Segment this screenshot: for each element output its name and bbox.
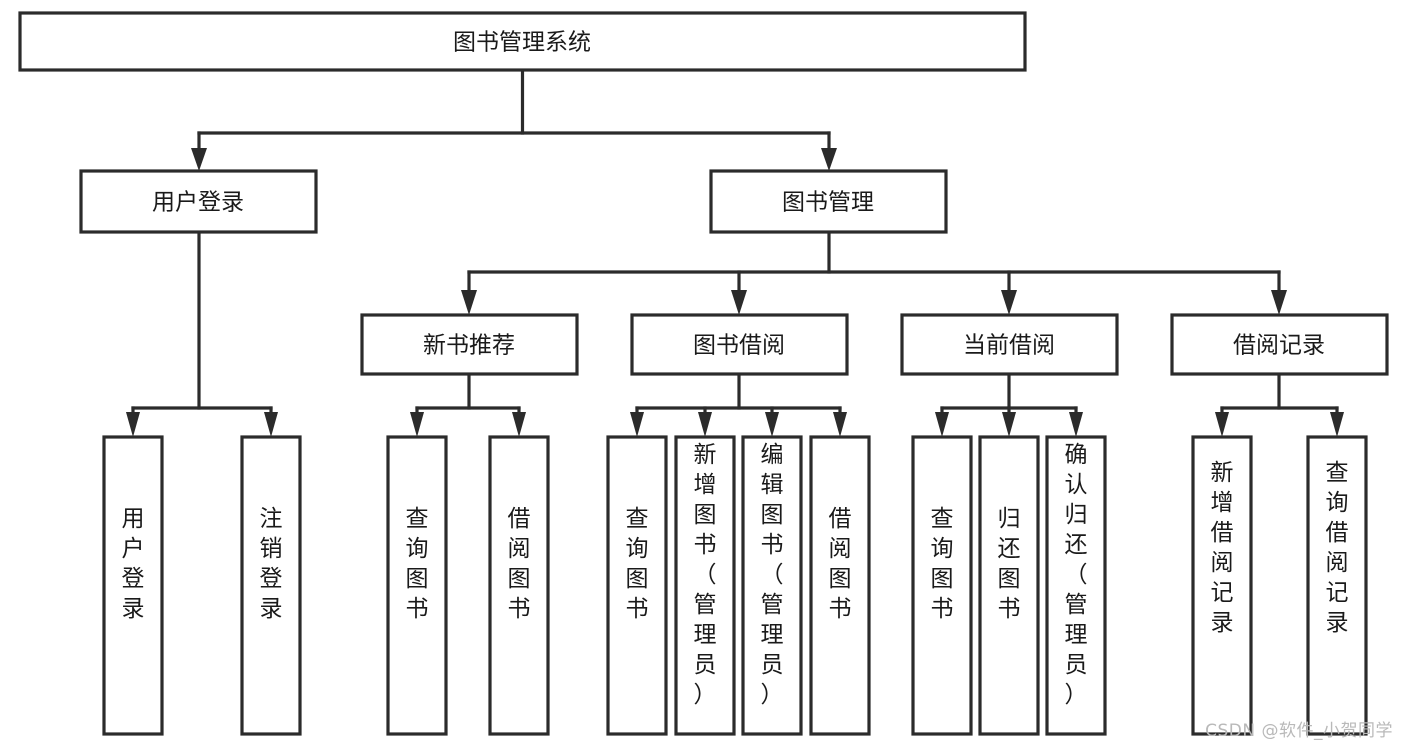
leaf-add-book-box[interactable] [674, 435, 736, 736]
leaf-borrow-book-2-label: 借阅图书 [829, 506, 852, 622]
node-borrow-record-box[interactable] [1170, 313, 1389, 376]
node-book-borrow-label: 图书借阅 [693, 333, 785, 359]
leaf-add-record-label: 新增借阅记录 [1211, 460, 1234, 636]
arrow-head-current-borrow [1001, 290, 1017, 315]
arrow-head-leaf-user-login [126, 412, 140, 437]
arrow-head-leaf-confirm-return [1069, 412, 1083, 437]
leaf-logout-label: 注销登录 [260, 506, 283, 622]
connector-group-user-login-leaves [126, 230, 278, 437]
leaf-borrow-book-1[interactable]: 借阅图书 [488, 435, 550, 736]
node-new-book-recommend[interactable]: 新书推荐 [360, 313, 579, 376]
leaf-return-book-box[interactable] [978, 435, 1040, 736]
leaf-borrow-book-1-label: 借阅图书 [508, 506, 531, 622]
leaf-query-book-3[interactable]: 查询图书 [911, 435, 973, 736]
leaf-query-record[interactable]: 查询借阅记录 [1306, 435, 1368, 736]
connector-group-book-manage [461, 230, 1287, 315]
arrow-head-leaf-query-book-2 [630, 412, 644, 437]
arrow-head-leaf-edit-book [765, 412, 779, 437]
arrow-head-leaf-borrow-book-2 [833, 412, 847, 437]
arrow-head-leaf-add-book [698, 412, 712, 437]
connector-group-root [191, 68, 837, 171]
leaf-query-book-1-box[interactable] [386, 435, 448, 736]
node-user-login-label: 用户登录 [152, 190, 244, 216]
node-root-label: 图书管理系统 [453, 30, 591, 56]
leaf-query-book-3-label: 查询图书 [931, 506, 954, 622]
arrow-head-leaf-add-record [1215, 412, 1229, 437]
node-book-borrow[interactable]: 图书借阅 [630, 313, 849, 376]
leaf-query-book-1[interactable]: 查询图书 [386, 435, 448, 736]
leaf-add-record-box[interactable] [1191, 435, 1253, 736]
arrow-head-leaf-return-book [1002, 412, 1016, 437]
leaf-confirm-return-box[interactable] [1045, 435, 1107, 736]
node-borrow-record-label: 借阅记录 [1233, 333, 1325, 359]
connector-group-new-book-recommend-leaves [410, 372, 526, 437]
node-borrow-record[interactable]: 借阅记录 [1170, 313, 1389, 376]
node-book-manage-box[interactable] [709, 169, 948, 234]
leaf-return-book-label: 归还图书 [998, 506, 1021, 622]
arrow-head-leaf-query-book-1 [410, 412, 424, 437]
connector-group-book-borrow-leaves [630, 372, 847, 437]
leaf-borrow-book-2[interactable]: 借阅图书 [809, 435, 871, 736]
node-new-book-recommend-box[interactable] [360, 313, 579, 376]
leaf-edit-book-label: 编辑图书（管理员） [761, 442, 784, 708]
arrow-head-user-login [191, 148, 207, 171]
node-current-borrow-box[interactable] [900, 313, 1119, 376]
leaf-query-book-1-label: 查询图书 [406, 506, 429, 622]
leaf-query-book-3-box[interactable] [911, 435, 973, 736]
node-user-login-box[interactable] [79, 169, 318, 234]
leaf-query-record-box[interactable] [1306, 435, 1368, 736]
node-user-login[interactable]: 用户登录 [79, 169, 318, 234]
arrow-head-book-borrow [731, 290, 747, 315]
arrow-head-leaf-borrow-book-1 [512, 412, 526, 437]
node-book-borrow-box[interactable] [630, 313, 849, 376]
leaf-user-login-box[interactable] [102, 435, 164, 736]
arrow-head-leaf-query-record [1330, 412, 1344, 437]
leaf-logout[interactable]: 注销登录 [240, 435, 302, 736]
arrow-head-borrow-record [1271, 290, 1287, 315]
node-root-box[interactable] [18, 11, 1027, 72]
leaf-user-login-label: 用户登录 [122, 506, 145, 622]
leaf-edit-book-box[interactable] [741, 435, 803, 736]
leaf-borrow-book-1-box[interactable] [488, 435, 550, 736]
node-current-borrow-label: 当前借阅 [963, 333, 1055, 359]
node-new-book-recommend-label: 新书推荐 [423, 333, 515, 359]
leaf-return-book[interactable]: 归还图书 [978, 435, 1040, 736]
leaf-query-book-2-box[interactable] [606, 435, 668, 736]
leaf-query-book-2[interactable]: 查询图书 [606, 435, 668, 736]
arrow-head-leaf-logout [264, 412, 278, 437]
leaf-edit-book[interactable]: 编辑图书（管理员） [741, 435, 803, 736]
leaf-query-record-label: 查询借阅记录 [1326, 460, 1349, 636]
leaf-query-book-2-label: 查询图书 [626, 506, 649, 622]
node-book-manage[interactable]: 图书管理 [709, 169, 948, 234]
leaf-confirm-return[interactable]: 确认归还（管理员） [1045, 435, 1107, 736]
leaf-add-book-label: 新增图书（管理员） [694, 442, 717, 708]
leaf-logout-box[interactable] [240, 435, 302, 736]
leaf-borrow-book-2-box[interactable] [809, 435, 871, 736]
node-book-manage-label: 图书管理 [782, 190, 874, 216]
node-root[interactable]: 图书管理系统 [18, 11, 1027, 72]
connector-group-current-borrow-leaves [935, 372, 1083, 437]
leaf-user-login[interactable]: 用户登录 [102, 435, 164, 736]
arrow-head-book-manage [821, 148, 837, 171]
leaf-add-record[interactable]: 新增借阅记录 [1191, 435, 1253, 736]
node-current-borrow[interactable]: 当前借阅 [900, 313, 1119, 376]
leaf-confirm-return-label: 确认归还（管理员） [1065, 442, 1088, 708]
leaf-add-book[interactable]: 新增图书（管理员） [674, 435, 736, 736]
connector-group-borrow-record-leaves [1215, 372, 1344, 437]
arrow-head-new-book-recommend [461, 290, 477, 315]
arrow-head-leaf-query-book-3 [935, 412, 949, 437]
